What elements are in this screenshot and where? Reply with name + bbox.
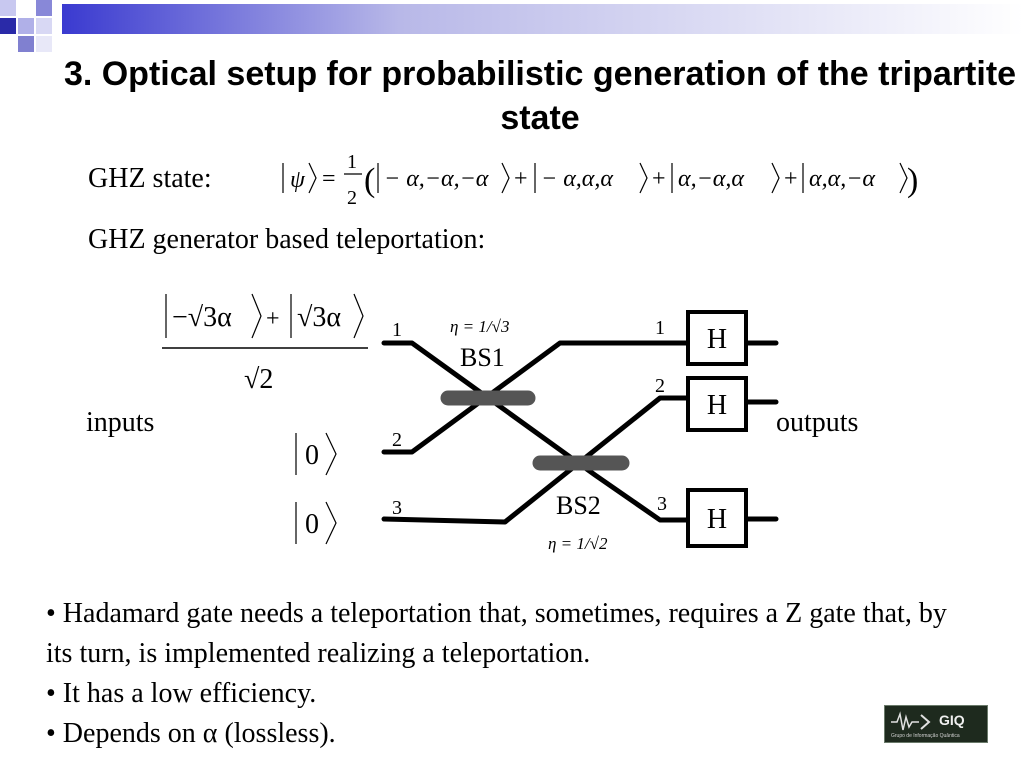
ket-term-3: α,−α,α: [678, 166, 744, 192]
plus-3: +: [784, 166, 798, 192]
right-paren: ): [907, 162, 918, 199]
vacuum-ket-2: 0: [295, 432, 337, 476]
bullet-1: • Hadamard gate needs a teleportation th…: [46, 598, 947, 669]
port-in-1: 1: [392, 319, 402, 341]
bullet-2: • It has a low efficiency.: [46, 678, 317, 709]
outputs-label: outputs: [776, 407, 859, 438]
bullet-3: • Depends on α (lossless).: [46, 718, 336, 749]
path-input-1: [381, 340, 691, 523]
page-title: 3. Optical setup for probabilistic gener…: [63, 55, 1017, 137]
logo-subtext: Grupo de Informação Quântica: [891, 733, 960, 739]
bs1-eta: η = 1/√3: [450, 317, 509, 336]
hadamard-gate-1: H: [686, 310, 748, 366]
port-out-1: 1: [655, 317, 665, 339]
hadamard-gate-2: H: [686, 376, 748, 432]
hadamard-gate-3: H: [686, 488, 748, 548]
input-plus: +: [266, 306, 280, 332]
port-in-3: 3: [392, 497, 402, 519]
left-paren: (: [364, 162, 375, 199]
input-term-left: −√3α: [172, 302, 232, 333]
port-out-3: 3: [657, 493, 667, 515]
plus-1: +: [514, 166, 528, 192]
svg-text:H: H: [707, 504, 727, 535]
port-out-2: 2: [655, 375, 665, 397]
giq-logo: GIQ Grupo de Informação Quântica: [884, 705, 988, 743]
input-term-right: √3α: [297, 302, 341, 333]
inputs-label: inputs: [86, 407, 155, 438]
ket-term-2: − α,α,α: [541, 166, 613, 192]
psi-symbol: ψ: [290, 167, 306, 193]
equation-equals: =: [322, 166, 336, 192]
optical-setup-diagram: ψ = 1 2 ( − α,−α,−α + − α,α,α + α,−α,α +…: [162, 151, 918, 553]
bs2-label: BS2: [556, 491, 601, 520]
header-decoration: [0, 0, 1024, 62]
fraction-denominator: 2: [347, 187, 357, 209]
svg-text:0: 0: [305, 440, 319, 471]
fraction-numerator: 1: [347, 151, 357, 173]
ket-term-1: − α,−α,−α: [384, 166, 489, 192]
bullet-list: • Hadamard gate needs a teleportation th…: [46, 594, 966, 754]
ket-term-4: α,α,−α: [809, 166, 875, 192]
logo-text: GIQ: [939, 712, 965, 728]
ghz-equation: ψ = 1 2 ( − α,−α,−α + − α,α,α + α,−α,α +…: [282, 151, 918, 209]
plus-2: +: [652, 166, 666, 192]
input-denominator: √2: [244, 364, 273, 395]
bs2-eta: η = 1/√2: [548, 534, 608, 553]
svg-text:H: H: [707, 324, 727, 355]
input-state-expression: −√3α + √3α √2: [162, 293, 368, 395]
port-in-2: 2: [392, 429, 402, 451]
ghz-state-label: GHZ state:: [88, 163, 212, 194]
vacuum-ket-3: 0: [295, 501, 337, 545]
svg-text:0: 0: [305, 509, 319, 540]
path-input-2: [381, 340, 691, 455]
ghz-generator-label: GHZ generator based teleportation:: [88, 224, 486, 255]
waveform-icon: [891, 711, 931, 731]
svg-text:H: H: [707, 390, 727, 421]
bs1-label: BS1: [460, 343, 505, 372]
